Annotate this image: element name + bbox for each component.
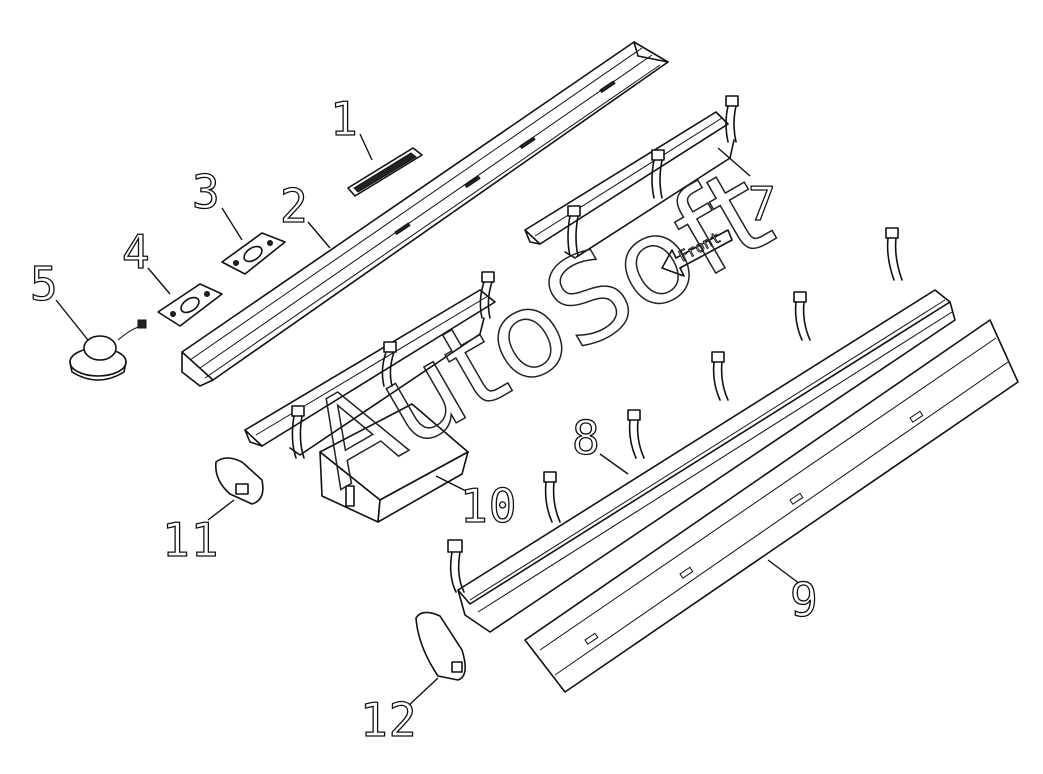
part-6-left-trough [244,271,496,459]
part-9-lower-channel [524,319,1019,693]
part-8-long-trough [447,227,956,633]
callout-9: 9 [790,573,819,627]
callout-10: 10 [460,479,517,533]
callout-5: 5 [30,257,59,311]
part-4-speaker-plate [157,283,223,327]
bracket [567,205,581,257]
callout-3: 3 [192,165,221,219]
callout-7: 7 [748,177,777,231]
bracket [479,271,495,319]
part-3-speaker-plate [221,232,286,275]
part-5-speaker [69,319,147,381]
bracket [447,539,465,593]
part-10-housing [319,403,469,523]
callout-12: 12 [360,693,417,747]
part-7-upper-trough [524,95,739,259]
callout-2: 2 [280,179,309,233]
bracket [711,351,729,401]
callout-11: 11 [162,513,219,567]
bracket [627,409,645,459]
bracket [291,405,305,459]
part-2-long-rail [181,41,669,387]
bracket [793,291,811,341]
callout-4: 4 [122,225,151,279]
bracket [381,341,397,387]
part-1-grille [347,147,423,197]
callout-1: 1 [330,92,359,146]
callout-numbers: 1 2 3 4 5 7 8 9 10 11 12 [29,91,819,747]
leader-lines [55,133,801,707]
callout-8: 8 [572,411,601,465]
bracket [725,95,739,143]
watermark: AutoSoft [285,141,793,514]
part-12-end-cap [415,611,466,681]
bracket [543,471,561,523]
bracket [651,149,665,199]
part-11-end-cap [214,457,264,505]
bracket [885,227,903,281]
